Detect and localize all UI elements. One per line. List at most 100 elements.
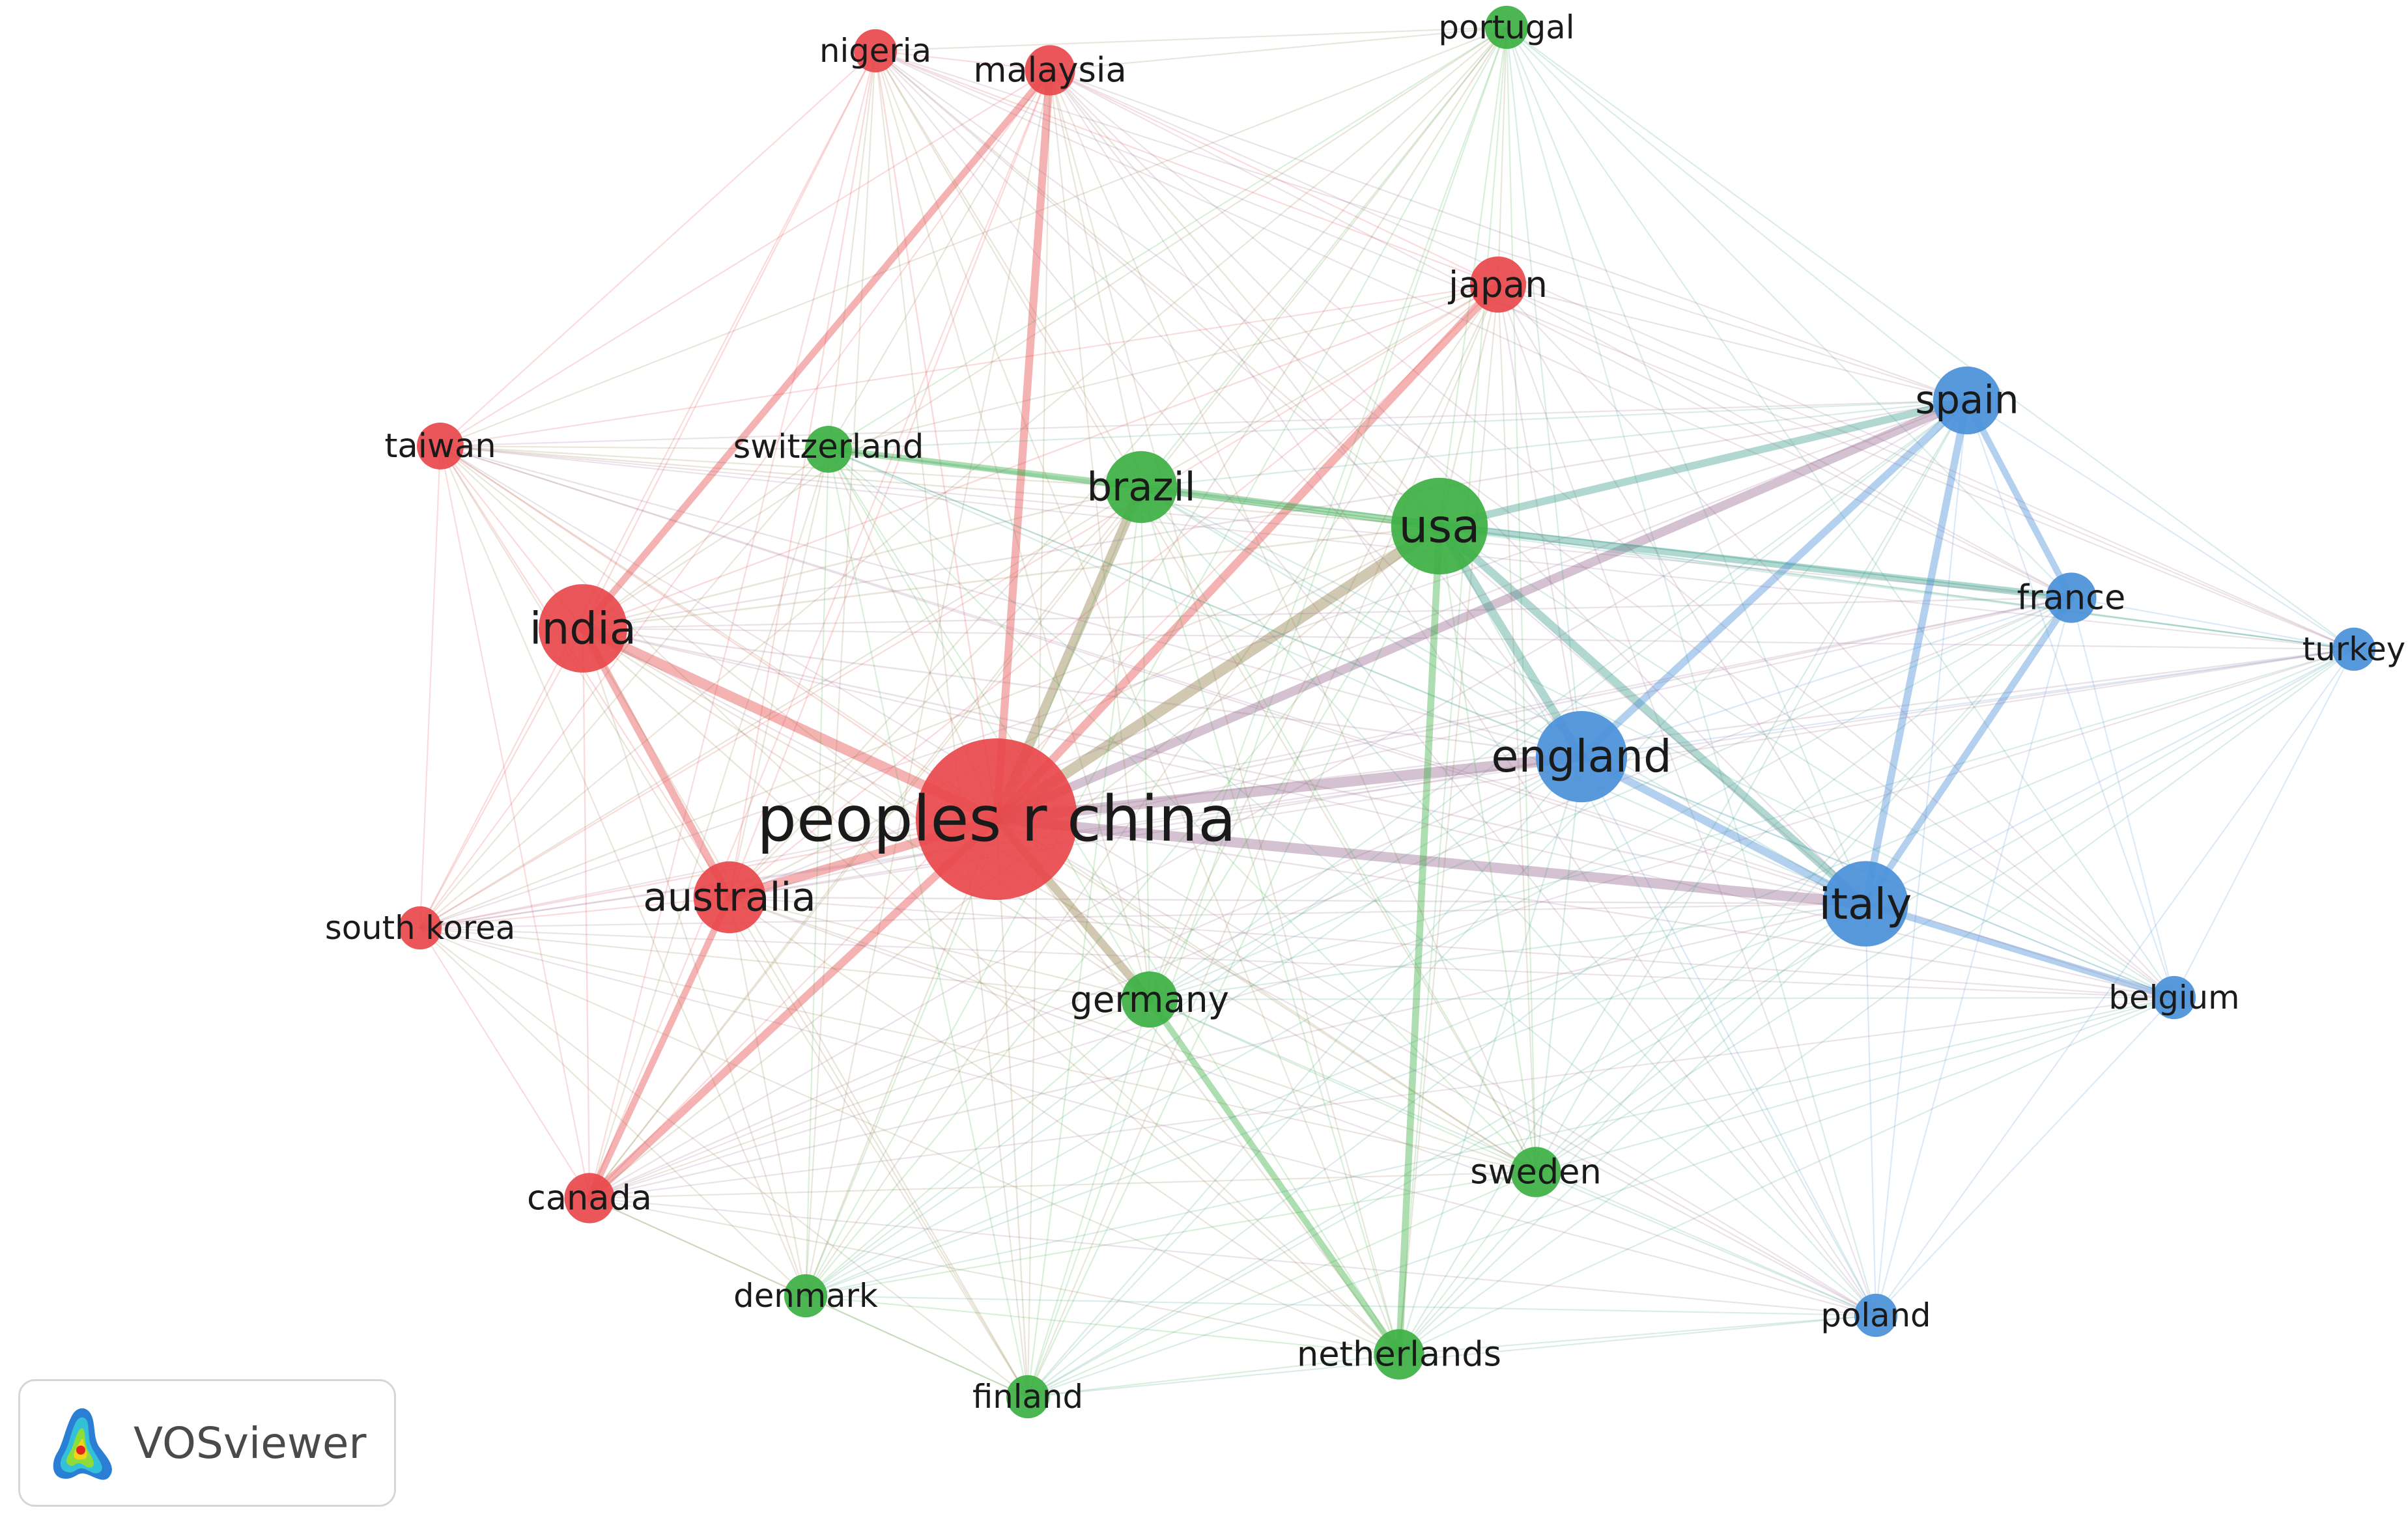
- link-australia-nigeria: [728, 49, 877, 899]
- link-netherlands-turkey: [1398, 648, 2355, 1356]
- link-poland-turkey: [1875, 648, 2355, 1317]
- link-peoples-r-china-nigeria: [874, 49, 998, 820]
- link-canada-switzerland: [588, 448, 830, 1199]
- link-australia-canada: [586, 893, 733, 1202]
- link-nigeria-finland: [874, 49, 1029, 1398]
- network-links: [419, 26, 2355, 1398]
- node-denmark[interactable]: [784, 1274, 828, 1318]
- link-france-finland: [1027, 596, 2073, 1398]
- node-belgium[interactable]: [2152, 975, 2196, 1020]
- link-peoples-r-china-poland: [995, 818, 1877, 1317]
- link-brazil-netherlands: [1140, 486, 1400, 1356]
- node-spain[interactable]: [1933, 366, 2002, 435]
- link-switzerland-finland: [827, 448, 1029, 1398]
- node-label-australia: australia: [643, 874, 815, 921]
- node-india[interactable]: [539, 584, 627, 673]
- link-australia-netherlands: [728, 896, 1400, 1356]
- link-south-korea-finland: [419, 927, 1029, 1398]
- link-malaysia-poland: [1049, 69, 1877, 1317]
- vosviewer-logo-icon: [53, 1408, 112, 1480]
- link-netherlands-denmark: [804, 1294, 1400, 1356]
- node-usa[interactable]: [1391, 477, 1488, 575]
- node-portugal[interactable]: [1484, 5, 1529, 49]
- link-germany-canada: [588, 998, 1151, 1199]
- link-malaysia-finland: [1027, 69, 1051, 1398]
- node-canada[interactable]: [564, 1173, 615, 1224]
- link-brazil-canada: [588, 486, 1142, 1199]
- node-italy[interactable]: [1822, 861, 1908, 947]
- link-malaysia-sweden: [1049, 69, 1537, 1173]
- link-india-nigeria: [582, 49, 877, 630]
- link-spain-netherlands: [1398, 399, 1968, 1356]
- node-netherlands[interactable]: [1374, 1329, 1424, 1380]
- link-portugal-turkey: [1505, 26, 2355, 651]
- link-japan-netherlands: [1398, 283, 1499, 1356]
- node-taiwan[interactable]: [417, 423, 464, 469]
- node-england[interactable]: [1535, 710, 1628, 803]
- link-australia-malaysia: [728, 69, 1051, 899]
- link-peoples-r-china-spain: [992, 396, 1972, 824]
- node-sweden[interactable]: [1510, 1147, 1561, 1197]
- node-france[interactable]: [2046, 572, 2097, 623]
- link-sweden-canada: [588, 1171, 1537, 1199]
- link-england-switzerland: [827, 448, 1583, 758]
- node-nigeria[interactable]: [853, 29, 898, 73]
- link-sweden-nigeria: [874, 49, 1537, 1173]
- link-netherlands-south-korea: [419, 927, 1400, 1356]
- link-usa-italy: [1435, 522, 1870, 908]
- link-india-finland: [582, 627, 1029, 1398]
- link-portugal-denmark: [804, 26, 1508, 1297]
- link-switzerland-poland: [827, 448, 1877, 1317]
- link-india-south-korea: [419, 627, 584, 929]
- link-japan-taiwan: [439, 283, 1499, 447]
- link-usa-brazil: [1137, 483, 1443, 530]
- link-usa-taiwan: [439, 445, 1441, 527]
- link-peoples-r-china-malaysia: [992, 66, 1055, 824]
- link-peoples-r-china-usa: [991, 520, 1445, 825]
- link-malaysia-south-korea: [419, 69, 1051, 929]
- node-turkey[interactable]: [2332, 627, 2376, 671]
- link-germany-japan: [1148, 283, 1499, 1001]
- node-australia[interactable]: [693, 861, 766, 934]
- link-poland-finland: [1027, 1314, 1877, 1398]
- link-brazil-turkey: [1140, 486, 2355, 651]
- node-peoples-r-china[interactable]: [916, 738, 1077, 900]
- link-germany-belgium: [1148, 996, 2175, 1001]
- link-australia-poland: [728, 896, 1877, 1317]
- link-poland-belgium: [1875, 996, 2175, 1317]
- node-poland[interactable]: [1854, 1293, 1898, 1337]
- link-malaysia-turkey: [1049, 69, 2355, 651]
- node-japan[interactable]: [1469, 256, 1527, 313]
- link-italy-poland: [1864, 902, 1877, 1317]
- link-australia-germany: [728, 896, 1151, 1001]
- link-brazil-malaysia: [1049, 69, 1142, 488]
- network-labels: peoples r chinausaindiaenglanditalyspain…: [325, 8, 2405, 1416]
- link-spain-turkey: [1966, 399, 2355, 651]
- node-south-korea[interactable]: [398, 906, 442, 950]
- link-nigeria-south-korea: [419, 49, 877, 929]
- link-usa-germany: [1148, 525, 1441, 1001]
- node-germany[interactable]: [1121, 971, 1178, 1028]
- node-finland[interactable]: [1006, 1375, 1050, 1419]
- link-nigeria-portugal: [874, 26, 1508, 52]
- node-brazil[interactable]: [1105, 451, 1178, 524]
- link-italy-france: [1862, 594, 2075, 908]
- node-label-usa: usa: [1399, 499, 1480, 553]
- link-england-france: [1580, 596, 2073, 758]
- node-switzerland[interactable]: [805, 426, 852, 473]
- link-malaysia-france: [1049, 69, 2073, 599]
- node-label-portugal: portugal: [1438, 8, 1574, 46]
- link-england-portugal: [1505, 26, 1583, 758]
- link-sweden-switzerland: [827, 448, 1537, 1173]
- link-france-poland: [1875, 596, 2073, 1317]
- link-germany-south-korea: [419, 927, 1151, 1001]
- link-taiwan-poland: [439, 445, 1877, 1317]
- link-malaysia-switzerland: [827, 69, 1051, 451]
- link-netherlands-canada: [588, 1197, 1400, 1356]
- node-malaysia[interactable]: [1025, 45, 1075, 96]
- link-france-nigeria: [874, 49, 2073, 599]
- link-netherlands-belgium: [1398, 996, 2175, 1356]
- link-india-australia: [579, 624, 733, 901]
- link-canada-nigeria: [588, 49, 877, 1199]
- link-italy-south-korea: [419, 902, 1867, 929]
